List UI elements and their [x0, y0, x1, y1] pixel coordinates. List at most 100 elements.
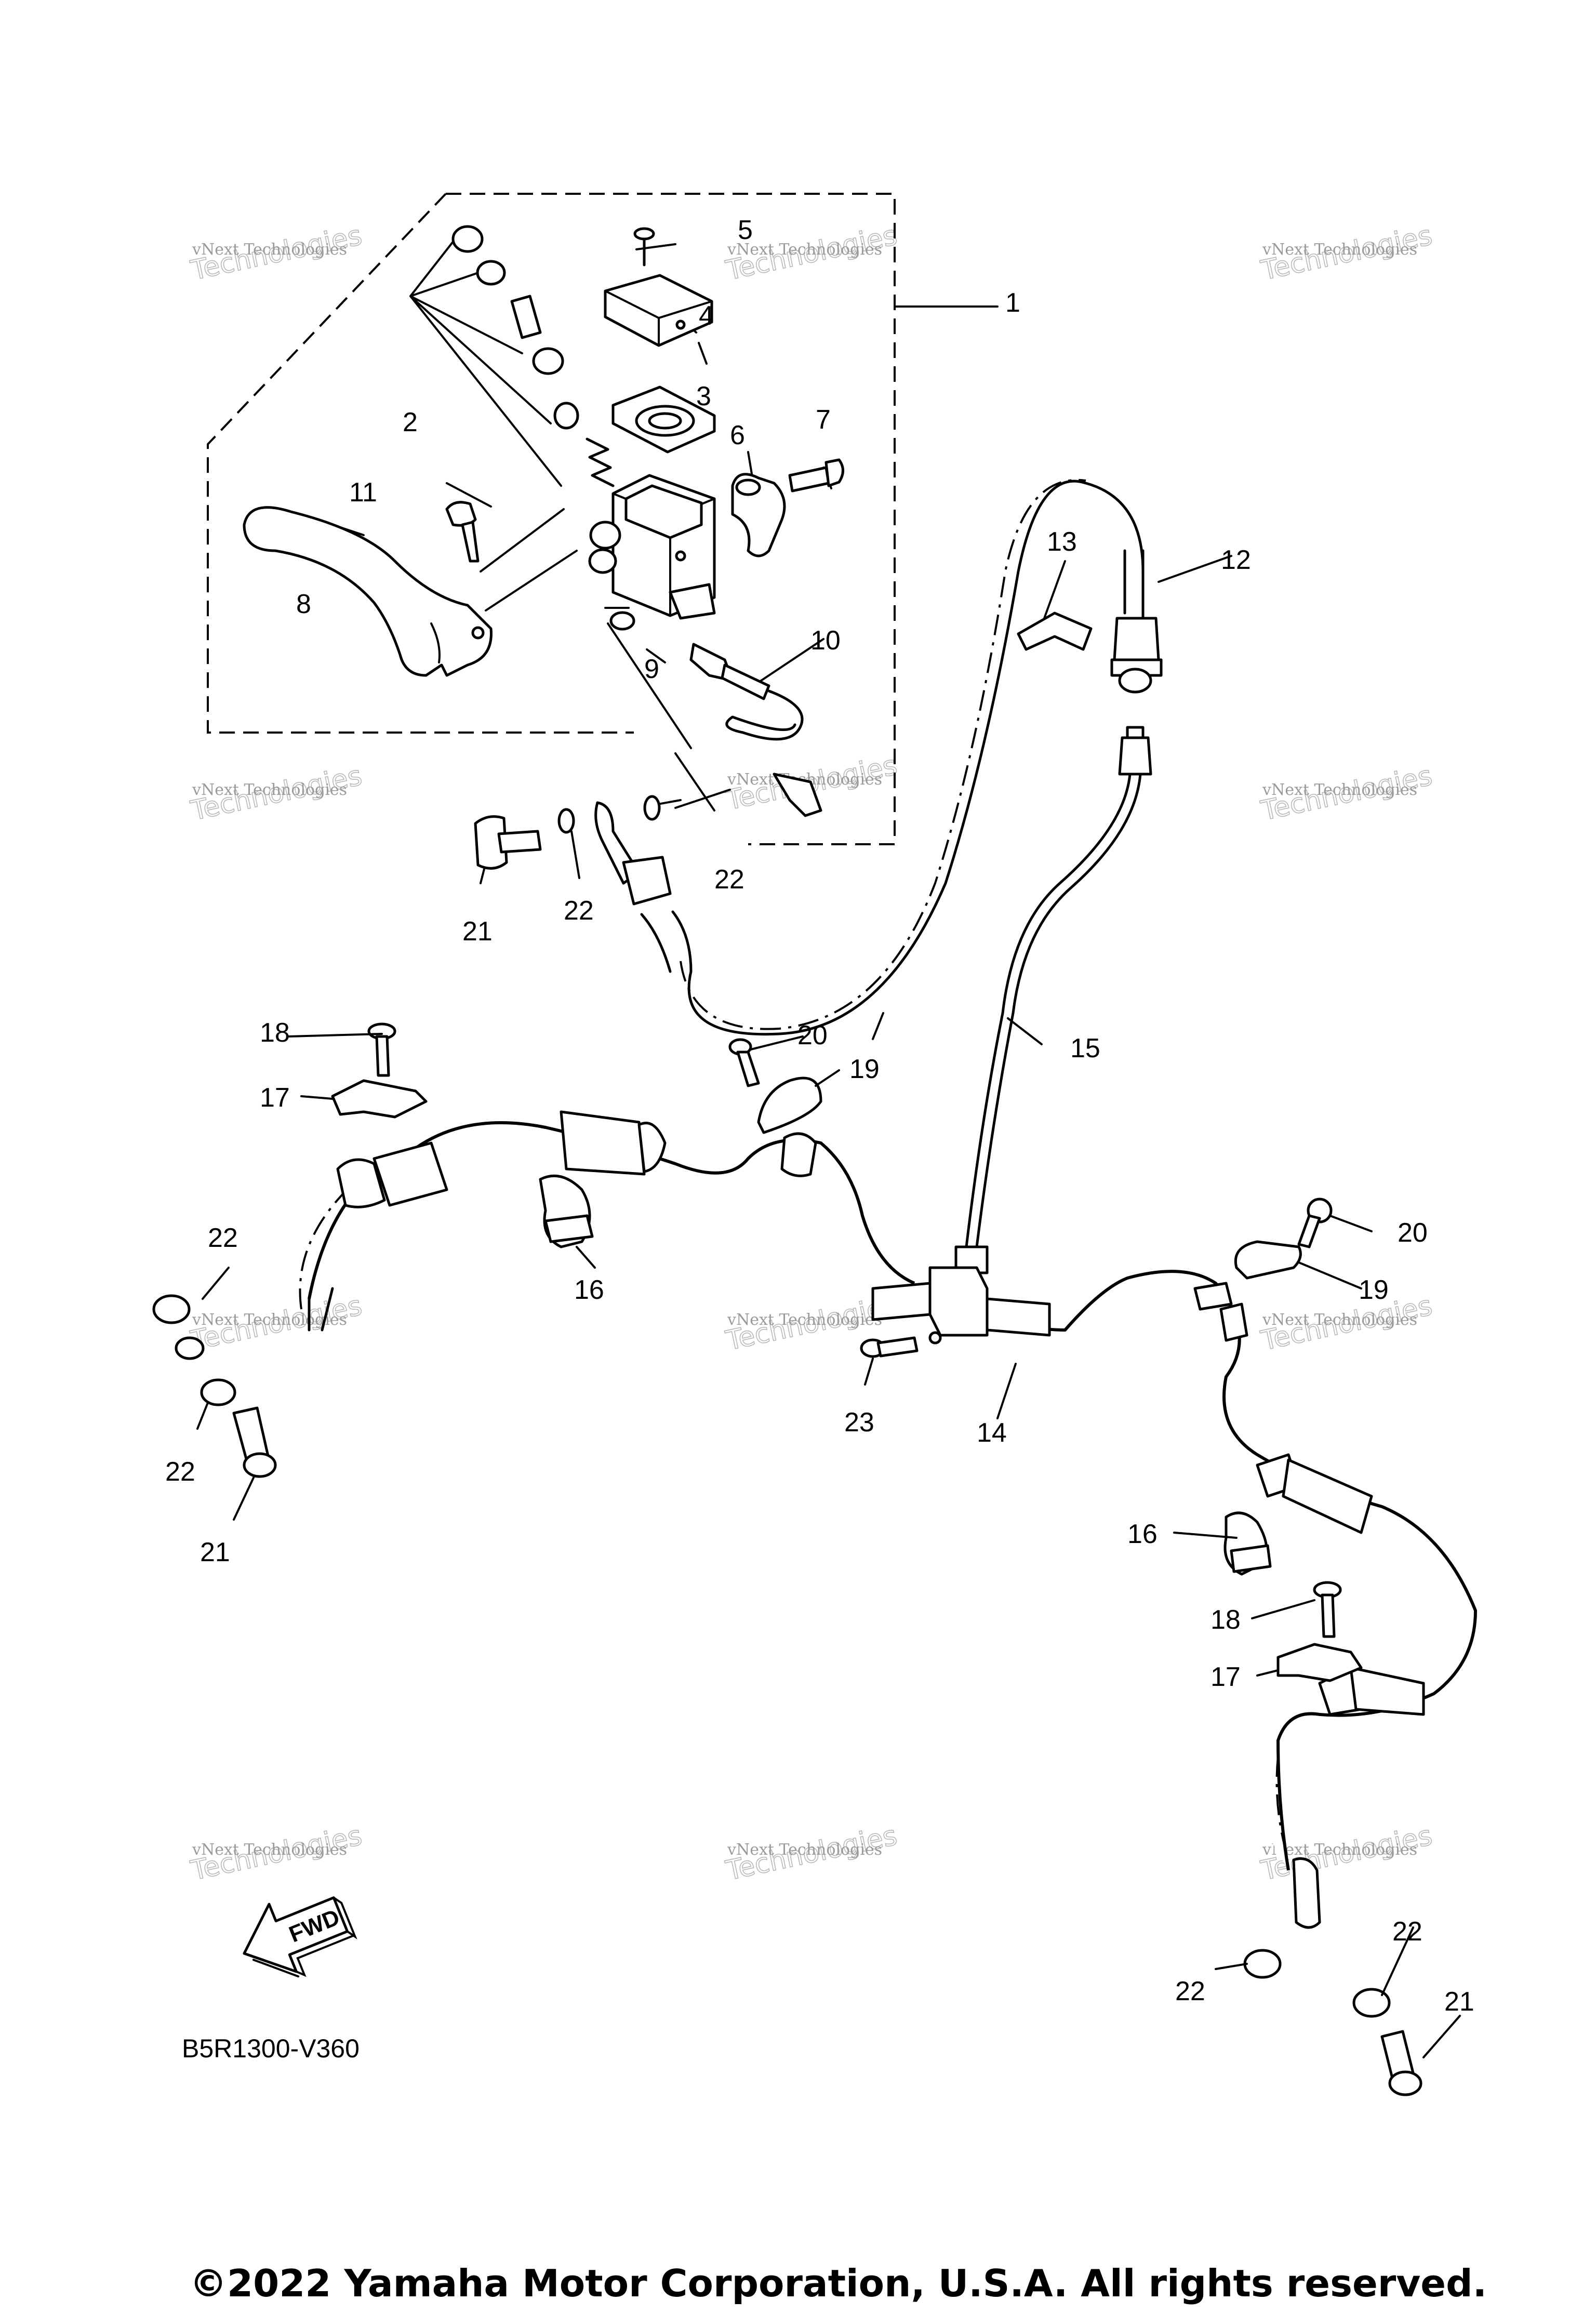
callout-17: 17 — [1211, 1662, 1241, 1692]
forward-arrow-icon: FWD — [243, 1896, 357, 1978]
watermark: Technologies vNext Technologies — [188, 760, 365, 827]
watermark: Technologies vNext Technologies — [1258, 219, 1435, 287]
watermark: Technologies vNext Technologies — [1258, 760, 1435, 827]
bolt-23 — [860, 1336, 919, 1358]
brake-pipe-15 — [954, 726, 1152, 1274]
watermark: Technologies vNext Technologies — [723, 1819, 900, 1887]
callout-8: 8 — [296, 589, 311, 619]
svg-text:vNext Technologies: vNext Technologies — [1262, 1841, 1417, 1859]
bolt-20-right — [1297, 1198, 1333, 1248]
washer-22 — [1243, 1949, 1282, 1979]
watermark: Technologies vNext Technologies — [188, 1289, 365, 1357]
callout-18: 18 — [260, 1018, 290, 1048]
right-brake-hose — [955, 1270, 1477, 1929]
bracket-17-right — [1276, 1643, 1363, 1682]
bolt-11 — [445, 501, 480, 563]
copyright-notice: ©2022 Yamaha Motor Corporation, U.S.A. A… — [190, 2262, 1487, 2305]
assembly-boundary — [207, 193, 896, 845]
callout-labels: 1 2 3 4 5 6 7 8 9 10 11 12 13 14 15 16 1… — [165, 215, 1474, 2017]
callout-22: 22 — [208, 1223, 238, 1253]
bolt-18-left — [367, 1022, 396, 1077]
callout-16: 16 — [574, 1275, 604, 1305]
callout-21: 21 — [200, 1537, 230, 1567]
callout-22: 22 — [165, 1457, 195, 1487]
callout-leaders — [196, 555, 1461, 2058]
svg-text:vNext Technologies: vNext Technologies — [1262, 241, 1417, 259]
callout-10: 10 — [810, 626, 841, 656]
callout-11: 11 — [349, 477, 377, 508]
callout-20: 20 — [1398, 1218, 1428, 1248]
left-brake-hose — [299, 1110, 915, 1332]
callout-13: 13 — [1047, 527, 1077, 557]
banjo-bolt-21-left — [232, 1406, 277, 1478]
washer-22 — [200, 1378, 236, 1406]
callout-22: 22 — [564, 896, 594, 926]
callout-12: 12 — [1221, 545, 1251, 575]
callout-19: 19 — [1359, 1275, 1389, 1305]
clamp-19-right — [1234, 1240, 1302, 1280]
callout-5: 5 — [738, 215, 753, 245]
callout-1: 1 — [1005, 288, 1020, 318]
svg-text:vNext Technologies: vNext Technologies — [192, 781, 347, 799]
callout-22: 22 — [1392, 1917, 1422, 1947]
callout-23: 23 — [844, 1407, 874, 1438]
svg-text:vNext Technologies: vNext Technologies — [727, 1311, 882, 1329]
callout-2: 2 — [403, 407, 418, 437]
diaphragm-3 — [611, 385, 716, 454]
callout-16: 16 — [1127, 1519, 1158, 1549]
svg-text:vNext Technologies: vNext Technologies — [192, 1311, 347, 1329]
callout-21: 21 — [462, 916, 493, 947]
callout-15: 15 — [1070, 1033, 1100, 1063]
washer-22 — [557, 808, 575, 834]
svg-text:vNext Technologies: vNext Technologies — [727, 1841, 882, 1859]
callout-18: 18 — [1211, 1605, 1241, 1635]
callout-7: 7 — [816, 405, 831, 435]
callout-22: 22 — [1175, 1976, 1205, 2006]
bolt-18-right — [1313, 1581, 1342, 1638]
banjo-bolt-21-top — [474, 815, 542, 870]
washer-22 — [643, 795, 661, 821]
diagram-code: B5R1300-V360 — [182, 2034, 360, 2063]
piston-kit-2 — [451, 225, 615, 487]
watermark: Technologies vNext Technologies — [1258, 1289, 1435, 1357]
upper-brake-hose-12 — [640, 478, 1163, 1036]
brake-switch-10 — [689, 643, 822, 817]
svg-text:vNext Technologies: vNext Technologies — [727, 241, 882, 259]
callout-6: 6 — [730, 420, 745, 450]
washer-22 — [175, 1336, 205, 1360]
bolt-20-upper — [728, 1038, 760, 1087]
callout-4: 4 — [699, 301, 714, 331]
svg-text:vNext Technologies: vNext Technologies — [1262, 1311, 1417, 1329]
clamp-19-upper — [757, 1076, 822, 1134]
bracket-17-left — [331, 1079, 428, 1119]
brake-lever-8 — [243, 506, 493, 677]
svg-text:vNext Technologies: vNext Technologies — [1262, 781, 1417, 799]
joint-14 — [871, 1266, 1051, 1345]
svg-text:vNext Technologies: vNext Technologies — [192, 241, 347, 259]
clip-13 — [1017, 611, 1093, 651]
bolt-7 — [788, 458, 844, 493]
washer-9 — [609, 611, 635, 631]
callout-3: 3 — [696, 381, 711, 411]
clamp-16-left — [539, 1174, 594, 1248]
watermark: Technologies vNext Technologies — [188, 219, 365, 287]
reservoir-cap-4 — [604, 274, 713, 347]
callout-17: 17 — [260, 1083, 290, 1113]
washer-22 — [152, 1294, 191, 1324]
master-cylinder-parts — [243, 225, 844, 817]
master-cylinder-body — [588, 474, 716, 620]
callout-14: 14 — [977, 1418, 1007, 1448]
screw-5 — [633, 227, 655, 267]
banjo-fitting — [594, 801, 672, 906]
banjo-bolt-21-right — [1380, 2030, 1422, 2096]
washer-22 — [1352, 1988, 1391, 2018]
watermark: Technologies vNext Technologies — [188, 1819, 365, 1887]
svg-text:vNext Technologies: vNext Technologies — [192, 1841, 347, 1859]
callout-20: 20 — [797, 1020, 828, 1050]
holder-6 — [731, 473, 786, 557]
callout-22: 22 — [714, 865, 744, 895]
callout-9: 9 — [644, 654, 659, 684]
callout-19: 19 — [849, 1054, 880, 1084]
callout-21: 21 — [1444, 1987, 1474, 2017]
